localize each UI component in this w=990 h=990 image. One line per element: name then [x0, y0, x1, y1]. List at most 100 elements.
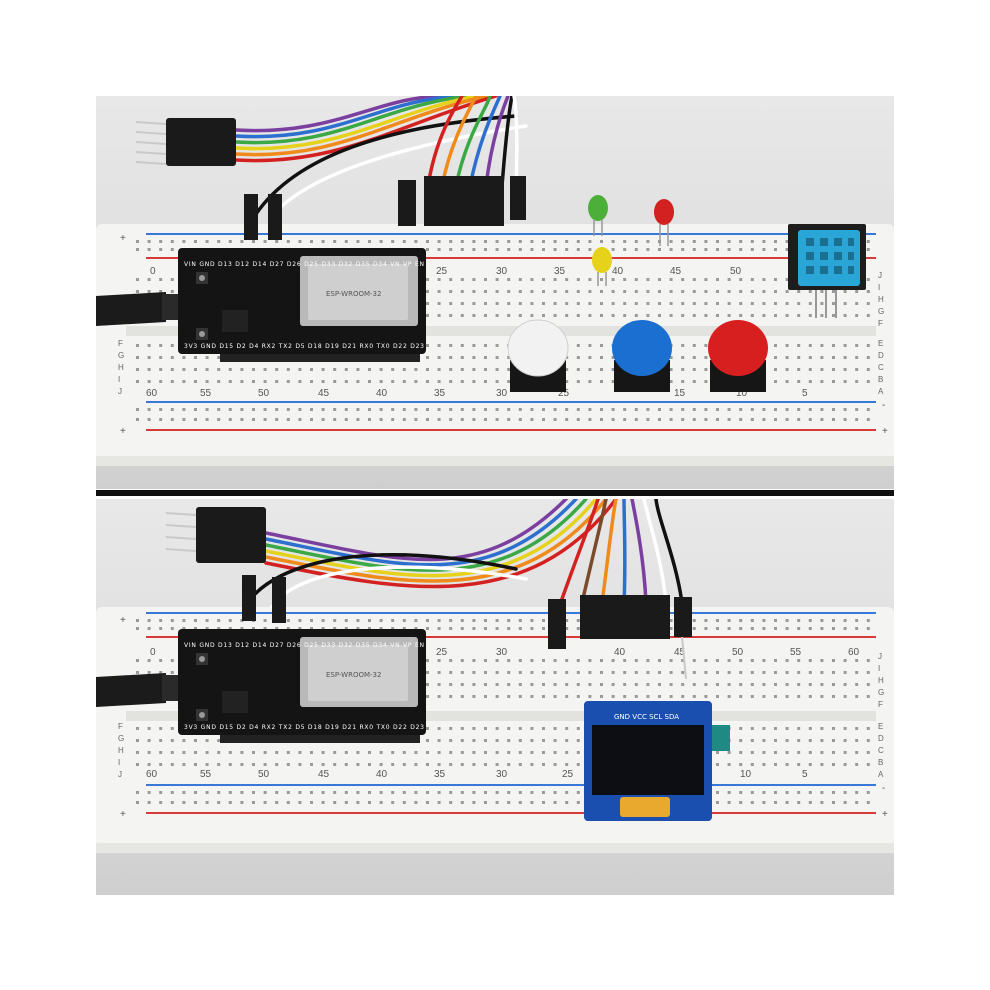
- breadboard-hole: [727, 278, 731, 281]
- breadboard-hole: [588, 290, 592, 293]
- breadboard-hole: [147, 418, 151, 421]
- breadboard-hole: [518, 791, 522, 794]
- breadboard-hole: [460, 418, 464, 421]
- breadboard-hole: [750, 278, 754, 281]
- breadboard-hole: [739, 290, 743, 293]
- breadboard-hole: [600, 671, 603, 674]
- breadboard-hole: [542, 290, 545, 293]
- breadboard-hole: [426, 290, 429, 293]
- breadboard-hole: [843, 659, 847, 662]
- breadboard-hole: [449, 751, 453, 754]
- breadboard-hole: [240, 791, 244, 794]
- breadboard-hole: [460, 683, 464, 686]
- breadboard-hole: [286, 791, 290, 794]
- breadboard-hole: [414, 627, 418, 630]
- breadboard-hole: [310, 751, 313, 754]
- breadboard-hole: [774, 302, 777, 305]
- breadboard-hole: [542, 302, 545, 305]
- row-letter: D: [878, 351, 884, 360]
- breadboard-hole: [414, 763, 418, 766]
- breadboard-hole: [263, 763, 267, 766]
- breadboard-hole: [669, 240, 673, 243]
- column-number: 0: [150, 266, 156, 277]
- breadboard-hole: [402, 801, 406, 804]
- breadboard-hole: [866, 368, 870, 371]
- breadboard-hole: [472, 791, 476, 794]
- breadboard-hole: [275, 418, 279, 421]
- breadboard-hole: [275, 240, 279, 243]
- breadboard-hole: [507, 418, 511, 421]
- breadboard-hole: [762, 619, 766, 622]
- breadboard-hole: [136, 619, 139, 622]
- breadboard-hole: [379, 418, 383, 421]
- breadboard-hole: [716, 627, 719, 630]
- breadboard-hole: [762, 302, 766, 305]
- breadboard-hole: [391, 368, 395, 371]
- top-scene: + + + - 0 25 30 35 40 45 50 60 55 50 45 …: [96, 96, 894, 466]
- breadboard-hole: [402, 408, 406, 411]
- breadboard-hole: [565, 418, 569, 421]
- breadboard-hole: [402, 751, 406, 754]
- breadboard-hole: [170, 380, 174, 383]
- breadboard-hole: [333, 368, 337, 371]
- breadboard-hole: [507, 727, 511, 730]
- breadboard-hole: [692, 619, 696, 622]
- breadboard-hole: [507, 671, 511, 674]
- breadboard-hole: [565, 290, 569, 293]
- breadboard-hole: [472, 763, 476, 766]
- breadboard-hole: [866, 248, 870, 251]
- breadboard-hole: [426, 727, 429, 730]
- breadboard-hole: [797, 627, 801, 630]
- breadboard-hole: [449, 240, 453, 243]
- breadboard-hole: [808, 751, 812, 754]
- breadboard-hole: [495, 739, 499, 742]
- dupont-connectors: [166, 118, 526, 240]
- breadboard-hole: [785, 763, 789, 766]
- breadboard-hole: [774, 791, 777, 794]
- breadboard-hole: [716, 619, 719, 622]
- breadboard-hole: [391, 408, 395, 411]
- breadboard-hole: [368, 418, 371, 421]
- breadboard-hole: [182, 356, 186, 359]
- breadboard-hole: [623, 683, 627, 686]
- breadboard-hole: [182, 368, 186, 371]
- breadboard-hole: [634, 278, 638, 281]
- breadboard-hole: [553, 751, 557, 754]
- breadboard-hole: [866, 751, 870, 754]
- header-pins: [220, 354, 420, 362]
- breadboard-hole: [855, 739, 859, 742]
- breadboard-hole: [565, 739, 569, 742]
- column-number: 45: [674, 647, 686, 658]
- breadboard-hole: [344, 791, 348, 794]
- breadboard-hole: [704, 671, 708, 674]
- breadboard-hole: [484, 801, 487, 804]
- breadboard-hole: [460, 344, 464, 347]
- breadboard-hole: [785, 619, 789, 622]
- breadboard-hole: [832, 727, 835, 730]
- breadboard-hole: [797, 344, 801, 347]
- breadboard-hole: [484, 695, 487, 698]
- breadboard-hole: [449, 671, 453, 674]
- module-label: ESP-WROOM-32: [326, 671, 381, 679]
- breadboard-hole: [808, 671, 812, 674]
- breadboard-hole: [774, 727, 777, 730]
- breadboard-hole: [774, 418, 777, 421]
- breadboard-hole: [611, 314, 615, 317]
- breadboard-hole: [356, 751, 360, 754]
- breadboard-hole: [437, 290, 441, 293]
- breadboard-hole: [484, 368, 487, 371]
- breadboard-hole: [843, 627, 847, 630]
- breadboard-hole: [484, 739, 487, 742]
- breadboard-hole: [205, 418, 209, 421]
- breadboard-hole: [623, 418, 627, 421]
- breadboard-hole: [681, 278, 685, 281]
- breadboard-hole: [704, 344, 708, 347]
- breadboard-hole: [681, 695, 685, 698]
- breadboard-hole: [298, 408, 302, 411]
- breadboard-hole: [449, 368, 453, 371]
- breadboard-hole: [855, 727, 859, 730]
- header-pin-tips: [135, 121, 167, 165]
- breadboard-hole: [808, 368, 812, 371]
- breadboard-hole: [716, 751, 719, 754]
- breadboard-hole: [797, 791, 801, 794]
